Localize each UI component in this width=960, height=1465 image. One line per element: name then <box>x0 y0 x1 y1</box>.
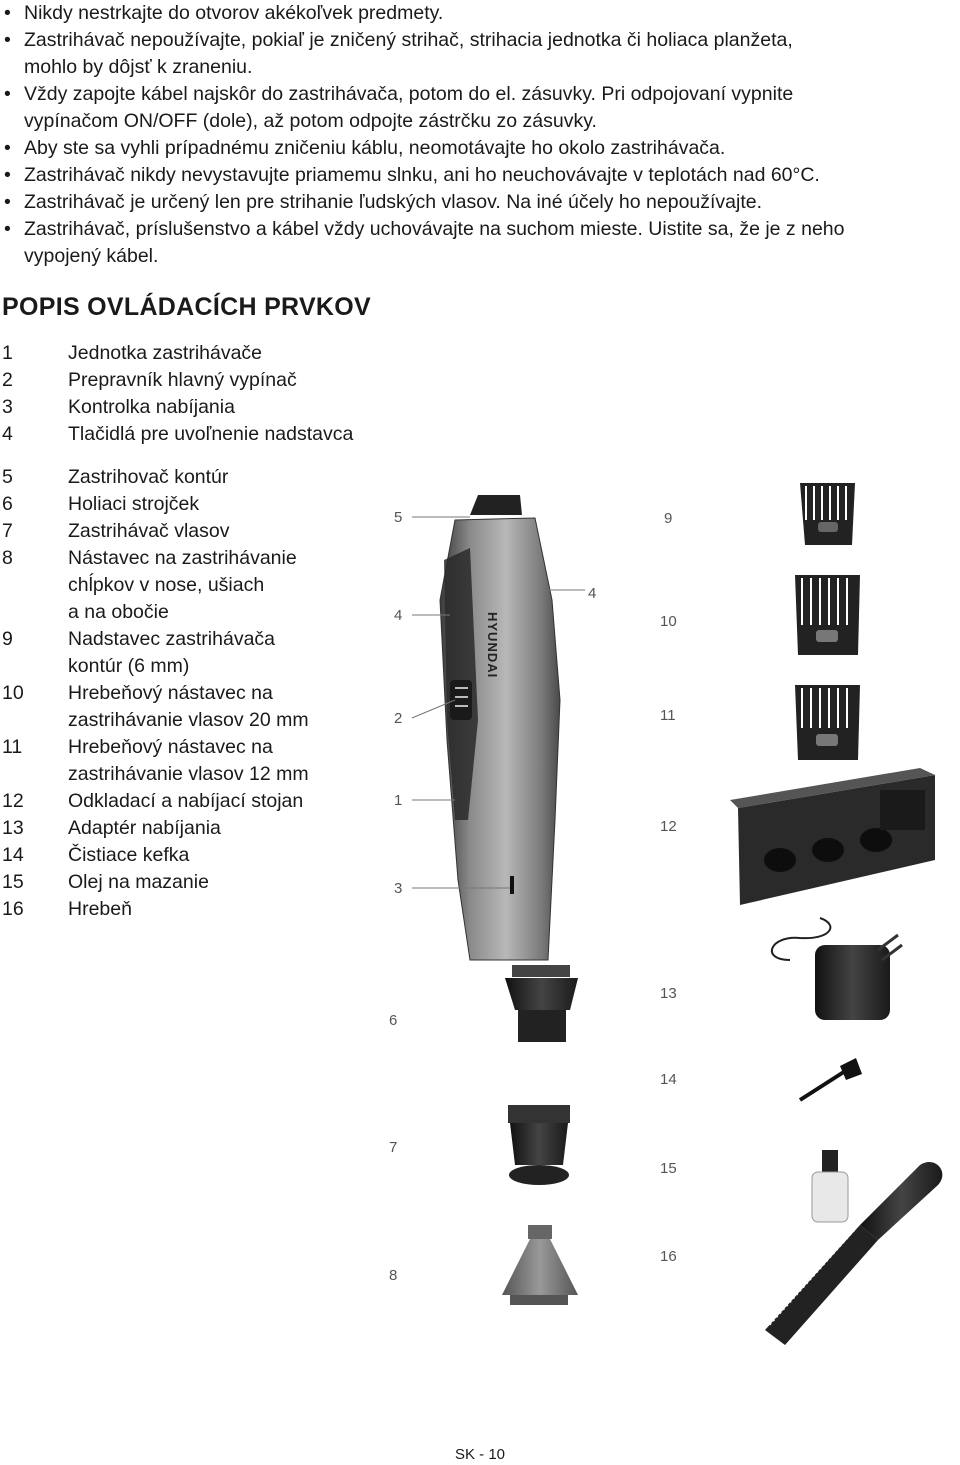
charging-adapter <box>770 917 903 1020</box>
part-number: 12 <box>2 790 24 812</box>
figure-label-16: 16 <box>660 1248 677 1265</box>
figure-label-7: 7 <box>389 1139 397 1156</box>
oil-bottle <box>811 1150 849 1223</box>
bullet-5: • <box>4 164 11 186</box>
hair-trimmer-head <box>508 1105 570 1185</box>
part-label: Odkladací a nabíjací stojan <box>68 790 304 812</box>
bullet-4: • <box>4 137 11 159</box>
part-number: 11 <box>2 736 23 758</box>
bullet-3: • <box>4 83 11 105</box>
part-label: Jednotka zastrihávače <box>68 342 263 364</box>
brand-label: HYUNDAI <box>485 612 500 678</box>
part-number: 2 <box>2 369 13 391</box>
figure-label-10: 10 <box>660 613 677 630</box>
part-label: Hrebeňový nástavec na <box>68 736 273 758</box>
part-number: 1 <box>2 342 13 364</box>
safety-item-5: Zastrihávač nikdy nevystavujte priamemu … <box>24 164 820 186</box>
figure-label-13: 13 <box>660 985 677 1002</box>
figure-label-4: 4 <box>394 607 402 624</box>
bullet-6: • <box>4 191 11 213</box>
part-number: 8 <box>2 547 13 569</box>
figure-label-1: 1 <box>394 792 402 809</box>
part-label: Olej na mazanie <box>68 871 209 893</box>
part-label: Nástavec na zastrihávanie <box>68 547 297 569</box>
part-number: 14 <box>2 844 24 866</box>
safety-item-6: Zastrihávač je určený len pre strihanie … <box>24 191 763 213</box>
part-label: zastrihávanie vlasov 20 mm <box>68 709 309 731</box>
figure-label-12: 12 <box>660 818 677 835</box>
part-label: a na obočie <box>68 601 169 623</box>
part-label: Kontrolka nabíjania <box>68 396 235 418</box>
figure-label-4: 4 <box>588 585 596 602</box>
bullet-2: • <box>4 29 11 51</box>
safety-item-1: Nikdy nestrkajte do otvorov akékoľvek pr… <box>24 2 444 24</box>
figure-label-8: 8 <box>389 1267 397 1284</box>
figure-label-14: 14 <box>660 1071 677 1088</box>
comb-attachment-12mm <box>795 685 860 760</box>
part-label: Prepravník hlavný vypínač <box>68 369 297 391</box>
nose-trimmer-head <box>502 1225 578 1305</box>
part-label: zastrihávanie vlasov 12 mm <box>68 763 309 785</box>
figure-label-6: 6 <box>389 1012 397 1029</box>
part-label: Hrebeňový nástavec na <box>68 682 273 704</box>
part-label: Adaptér nabíjania <box>68 817 221 839</box>
part-number: 6 <box>2 493 13 515</box>
part-number: 10 <box>2 682 24 704</box>
part-number: 16 <box>2 898 24 920</box>
part-label: Tlačidlá pre uvoľnenie nadstavca <box>68 423 354 445</box>
part-number: 7 <box>2 520 13 542</box>
safety-item-7: Zastrihávač, príslušenstvo a kábel vždy … <box>24 218 845 267</box>
figure-label-5: 5 <box>394 509 402 526</box>
part-label: Hrebeň <box>68 898 132 920</box>
figure-label-3: 3 <box>394 880 402 897</box>
page-footer: SK - 10 <box>454 1446 506 1463</box>
part-label: Čistiace kefka <box>68 844 190 866</box>
part-number: 3 <box>2 396 13 418</box>
section-heading: POPIS OVLÁDACÍCH PRVKOV <box>2 293 371 321</box>
safety-item-4: Aby ste sa vyhli prípadnému zničeniu káb… <box>24 137 726 159</box>
part-label: Holiaci strojček <box>68 493 200 515</box>
trimmer-main-unit <box>439 495 561 961</box>
comb-attachment-6mm <box>800 483 855 545</box>
comb-attachment-20mm <box>795 575 860 655</box>
part-number: 13 <box>2 817 24 839</box>
figure-label-9: 9 <box>664 510 672 527</box>
safety-item-2: Zastrihávač nepoužívajte, pokiaľ je znič… <box>24 29 793 78</box>
figure-label-15: 15 <box>660 1160 677 1177</box>
part-number: 9 <box>2 628 13 650</box>
part-number: 4 <box>2 423 13 445</box>
part-label: kontúr (6 mm) <box>68 655 190 677</box>
part-label: chĺpkov v nose, ušiach <box>68 574 265 596</box>
hair-comb <box>765 1161 943 1345</box>
figure-label-11: 11 <box>660 707 676 724</box>
part-label: Zastrihávač vlasov <box>68 520 230 542</box>
callout-lines <box>411 516 585 889</box>
charging-stand <box>730 768 935 905</box>
bullet-7: • <box>4 218 11 240</box>
bullet-1: • <box>4 2 11 24</box>
shaver-head <box>505 965 578 1042</box>
safety-item-3: Vždy zapojte kábel najskôr do zastriháva… <box>24 83 794 132</box>
figure-label-2: 2 <box>394 710 402 727</box>
cleaning-brush <box>798 1058 862 1102</box>
part-label: Zastrihovač kontúr <box>68 466 229 488</box>
part-number: 15 <box>2 871 24 893</box>
part-number: 5 <box>2 466 13 488</box>
part-label: Nadstavec zastrihávača <box>68 628 276 650</box>
